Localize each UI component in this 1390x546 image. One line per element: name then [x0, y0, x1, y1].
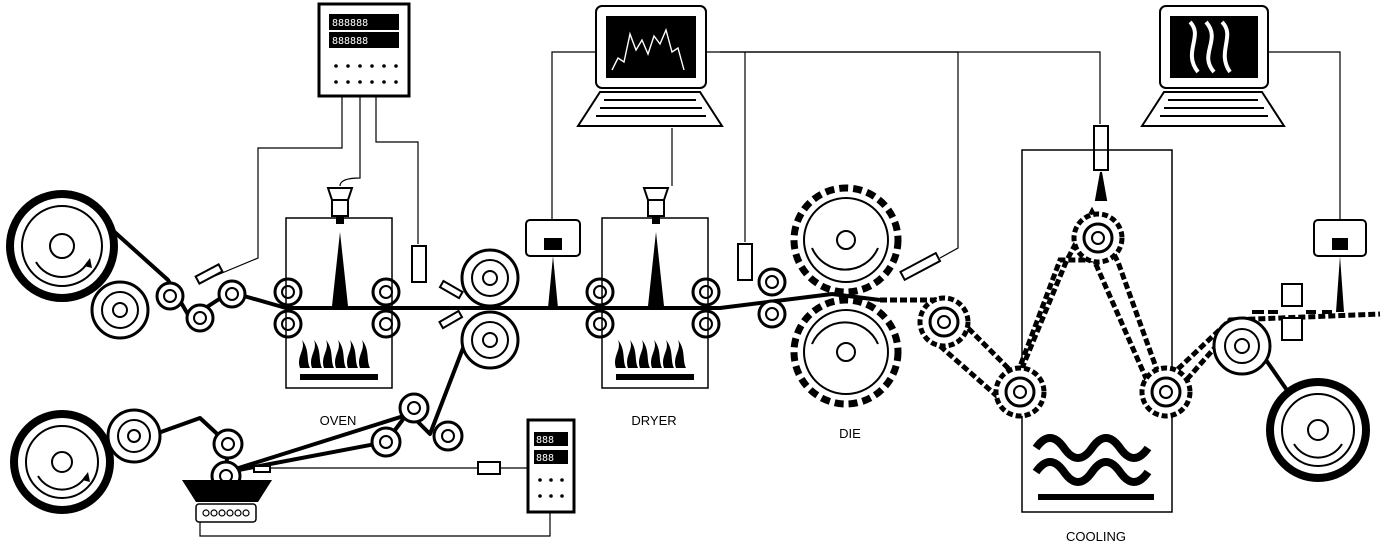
cooling-rollers — [917, 211, 1272, 419]
die-label: DIE — [839, 426, 861, 441]
laptop-monitor-imaging — [1140, 5, 1286, 127]
dryer-sensor-head — [642, 187, 670, 224]
coating-pan — [182, 480, 272, 523]
controller-indicator-dots — [334, 64, 398, 84]
output-cutter — [1252, 283, 1332, 341]
cooling-label: COOLING — [1066, 529, 1126, 544]
scanner-left — [525, 219, 581, 308]
scanner-right — [1313, 219, 1367, 312]
oven-label: OVEN — [320, 413, 357, 428]
idler-rollers — [90, 248, 787, 492]
dryer-enclosure — [601, 217, 709, 389]
dryer-flames — [615, 340, 686, 368]
controller-small-row2: 888 — [536, 453, 554, 464]
keyboard-keys — [596, 99, 706, 117]
bottom-controller: 888 888 — [526, 418, 576, 514]
rewind-roll — [1264, 358, 1370, 482]
oven-enclosure — [285, 217, 393, 389]
controller-display-row1: 888888 — [332, 18, 368, 29]
cooling-enclosure — [1021, 149, 1173, 513]
laptop-monitor-graph — [576, 5, 724, 127]
unwind-roll-bottom — [10, 410, 114, 514]
unwind-roll-top — [6, 190, 118, 302]
keyboard-keys-2 — [1160, 99, 1268, 117]
inline-sensors — [194, 125, 1109, 475]
controller-display-row2: 888888 — [332, 36, 368, 47]
oven-sensor-head — [326, 187, 354, 224]
controller-small-row1: 888 — [536, 435, 554, 446]
dryer-label: DRYER — [631, 413, 676, 428]
top-controller: 888888 888888 — [317, 2, 411, 98]
oven-flames — [299, 340, 370, 368]
die-rollers — [790, 184, 902, 408]
